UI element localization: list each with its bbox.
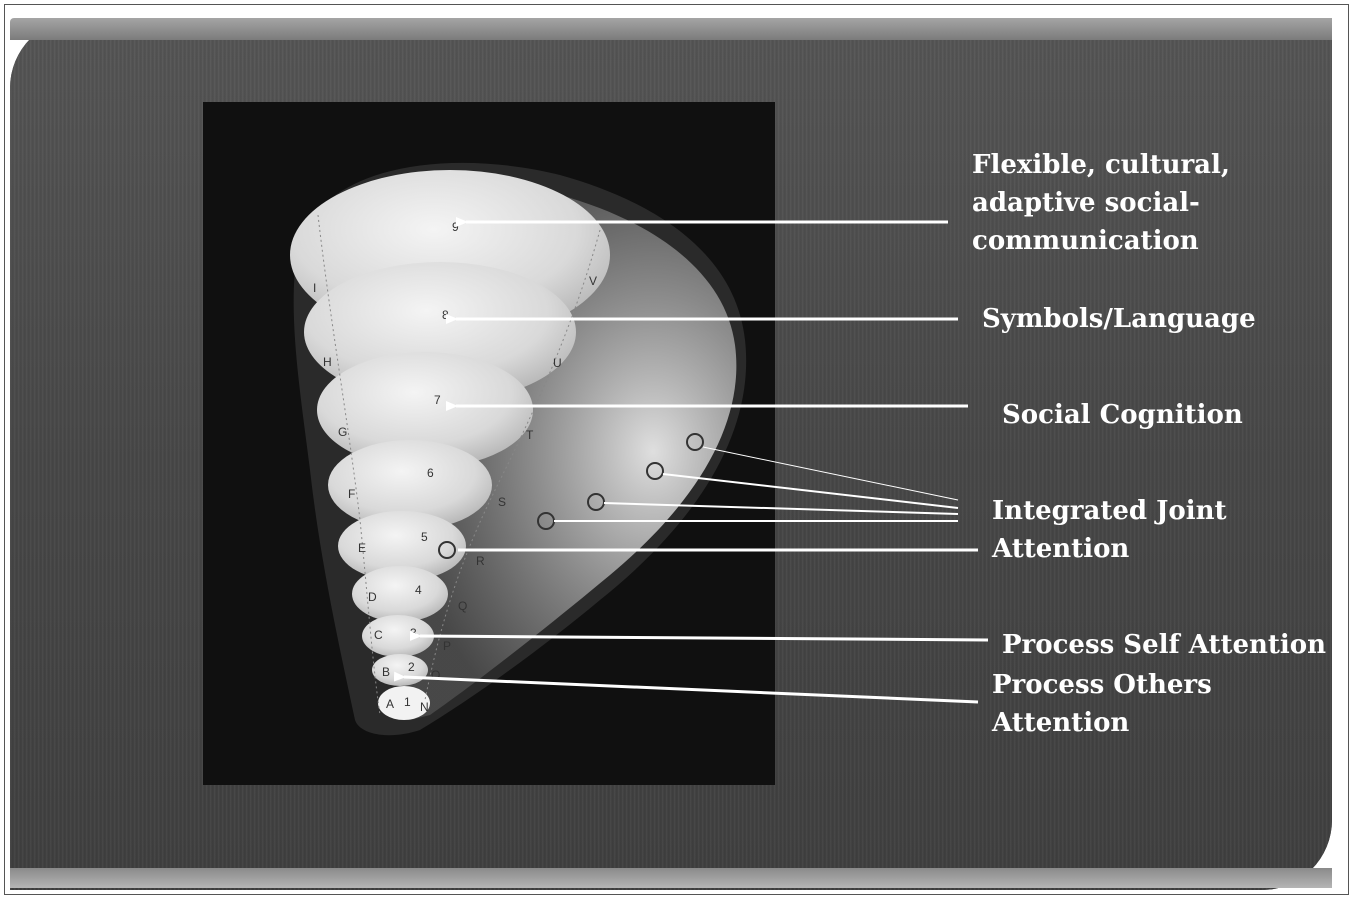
left-letter-b: B [382, 665, 390, 679]
number-3: 3 [410, 626, 417, 640]
label-integrated-line2: Attention [992, 530, 1129, 568]
label-flexible-line2: adaptive social- [972, 184, 1200, 222]
label-integrated-line1: Integrated Joint [992, 492, 1227, 530]
left-letter-i: I [313, 281, 316, 295]
number-6: 6 [427, 466, 434, 480]
spiral-shell [290, 163, 746, 735]
disc-4 [352, 566, 448, 622]
number-8: 8 [442, 308, 449, 322]
joint-line-1 [703, 447, 958, 500]
label-symbols-language: Symbols/Language [982, 300, 1256, 338]
left-letter-f: F [348, 487, 355, 501]
label-social-cognition: Social Cognition [1002, 396, 1243, 434]
right-letter-q: Q [458, 599, 467, 613]
left-letter-a: A [386, 697, 394, 711]
right-letter-p: P [443, 639, 451, 653]
label-flexible-line3: communication [972, 222, 1199, 260]
left-letter-g: G [338, 425, 347, 439]
left-letter-e: E [358, 541, 366, 555]
right-letter-r: R [476, 554, 485, 568]
left-letter-d: D [368, 590, 377, 604]
label-process-others-line1: Process Others [992, 666, 1212, 704]
number-1: 1 [404, 695, 411, 709]
label-process-self: Process Self Attention [1002, 626, 1326, 664]
right-letter-n: N [420, 700, 429, 714]
disc-2 [372, 654, 428, 686]
label-process-others-line2: Attention [992, 704, 1129, 742]
label-flexible-line1: Flexible, cultural, [972, 146, 1230, 184]
number-7: 7 [434, 393, 441, 407]
number-2: 2 [408, 660, 415, 674]
number-9: 9 [452, 220, 459, 234]
right-letter-s: S [498, 495, 506, 509]
right-letter-u: U [553, 356, 562, 370]
arrow-process-others [404, 677, 978, 702]
number-4: 4 [415, 583, 422, 597]
left-letter-c: C [374, 628, 383, 642]
number-5: 5 [421, 530, 428, 544]
left-letter-h: H [323, 355, 332, 369]
right-letter-t: T [526, 428, 534, 442]
right-letter-v: V [589, 274, 597, 288]
